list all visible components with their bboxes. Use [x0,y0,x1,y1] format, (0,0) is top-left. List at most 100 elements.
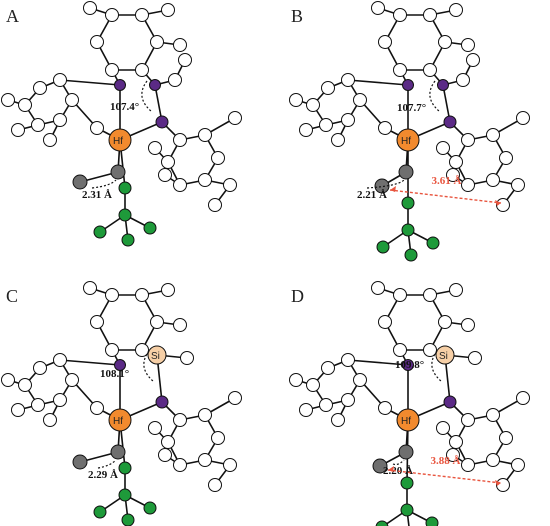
metal-label: Hf [401,416,411,427]
hydrogen-atom [161,435,175,449]
hydrogen-atom [90,315,104,329]
hydrogen-atom [436,141,450,155]
hafnium-atom [108,408,132,432]
hydrogen-atom [331,413,345,427]
carbon-atom [72,454,88,470]
hydrogen-atom [468,351,482,365]
angle-arc [431,350,442,382]
hydrogen-atom [393,8,407,22]
hydrogen-atom [378,35,392,49]
hydrogen-atom [161,3,175,17]
carbon-atom [437,79,449,91]
hydrogen-atom [306,378,320,392]
hydrogen-atom [18,98,32,112]
hydrogen-atom [423,63,437,77]
distance-arrow [91,179,117,189]
atoms [289,1,530,262]
contact-arrowhead [388,466,394,472]
methyl-atom [401,196,415,210]
methyl-atom [118,208,132,222]
hydrogen-atom [158,448,172,462]
hydrogen-atom [31,118,45,132]
metal-label: Hf [113,136,123,147]
hydrogen-atom [496,478,510,492]
nitrogen-atom [443,395,457,409]
nitrogen-atom [155,115,169,129]
hydrogen-atom [461,133,475,147]
methyl-atom [118,461,132,475]
hydrogen-atom [456,73,470,87]
hydrogen-atom [105,343,119,357]
angle-label: 109.8° [395,359,424,371]
contact-arrowhead [495,480,501,486]
hydrogen-atom [341,353,355,367]
hydrogen-atom [319,118,333,132]
hydrogen-atom [393,288,407,302]
methyl-atom [400,503,414,517]
bond [59,79,121,86]
hydrogen-atom [499,151,513,165]
nitrogen-atom [402,79,414,91]
methyl-atom [375,520,389,526]
methyl-atom [93,225,107,239]
hydrogen-atom [43,133,57,147]
hydrogen-atom [321,81,335,95]
hydrogen-atom [341,113,355,127]
hydrogen-atom [486,408,500,422]
bond [59,359,121,366]
hydrogen-atom [173,38,187,52]
distance-arrow [392,459,405,466]
angle-label: 108.1° [100,368,129,380]
hydrogen-atom [31,398,45,412]
hydrogen-atom [148,421,162,435]
hydrogen-atom [90,121,104,135]
hydrogen-atom [198,453,212,467]
panel-label: D [291,286,304,306]
hydrogen-atom [211,151,225,165]
hydrogen-atom [321,361,335,375]
hydrogen-atom [516,111,530,125]
hydrogen-atom [208,198,222,212]
methyl-atom [401,223,415,237]
hydrogen-atom [198,408,212,422]
panel-label: C [6,286,18,306]
hafnium-atom [108,128,132,152]
hydrogen-atom [53,353,67,367]
hydrogen-atom [11,123,25,137]
hydrogen-atom [446,168,460,182]
hydrogen-atom [486,173,500,187]
hydrogen-atom [423,288,437,302]
hydrogen-atom [353,93,367,107]
hydrogen-atom [173,318,187,332]
carbon-atom [110,164,126,180]
hydrogen-atom [511,458,525,472]
hydrogen-atom [331,133,345,147]
hydrogen-atom [378,121,392,135]
contact-label: 3.61 Å [432,175,462,187]
hydrogen-atom [393,343,407,357]
hydrogen-atom [393,63,407,77]
methyl-atom [143,501,157,515]
hydrogen-atom [135,288,149,302]
hydrogen-atom [83,1,97,15]
carbon-atom [398,164,414,180]
distance-label: 2.21 Å [357,189,387,201]
silicon-atom [435,345,455,365]
hydrogen-atom [516,391,530,405]
hydrogen-atom [180,351,194,365]
hydrogen-atom [496,198,510,212]
hydrogen-atom [198,128,212,142]
distance-label: 2.31 Å [82,189,112,201]
hydrogen-atom [173,413,187,427]
nitrogen-atom [114,359,126,371]
hydrogen-atom [198,173,212,187]
hydrogen-atom [436,421,450,435]
hydrogen-atom [499,431,513,445]
metal-label: Hf [113,416,123,427]
hydrogen-atom [90,35,104,49]
hydrogen-atom [461,413,475,427]
hydrogen-atom [148,141,162,155]
silicon-atom [147,345,167,365]
